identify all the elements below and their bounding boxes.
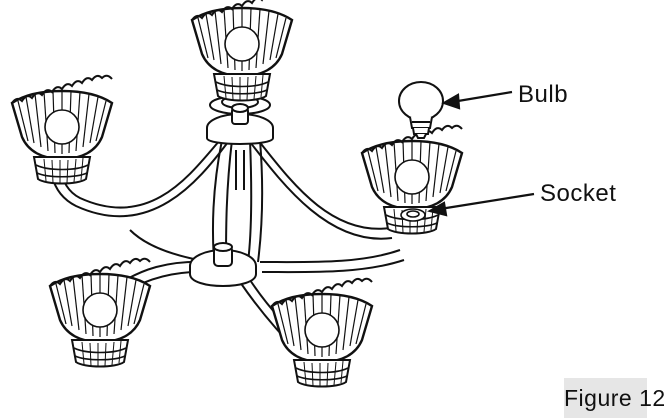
shade-top xyxy=(190,0,294,103)
chandelier-diagram xyxy=(10,0,535,389)
shade-top-left xyxy=(10,74,114,186)
top-hub xyxy=(206,95,274,145)
figure-caption: Figure 12 xyxy=(564,378,665,418)
socket-arrow xyxy=(427,192,535,217)
bulb-arrow xyxy=(441,90,513,110)
shade-bottom-right xyxy=(270,277,374,389)
bulb-illustration xyxy=(398,81,444,139)
bulb-label: Bulb xyxy=(518,81,569,108)
socket-label: Socket xyxy=(540,180,617,207)
bottom-hub xyxy=(189,242,257,287)
socket-highlight xyxy=(400,208,426,222)
